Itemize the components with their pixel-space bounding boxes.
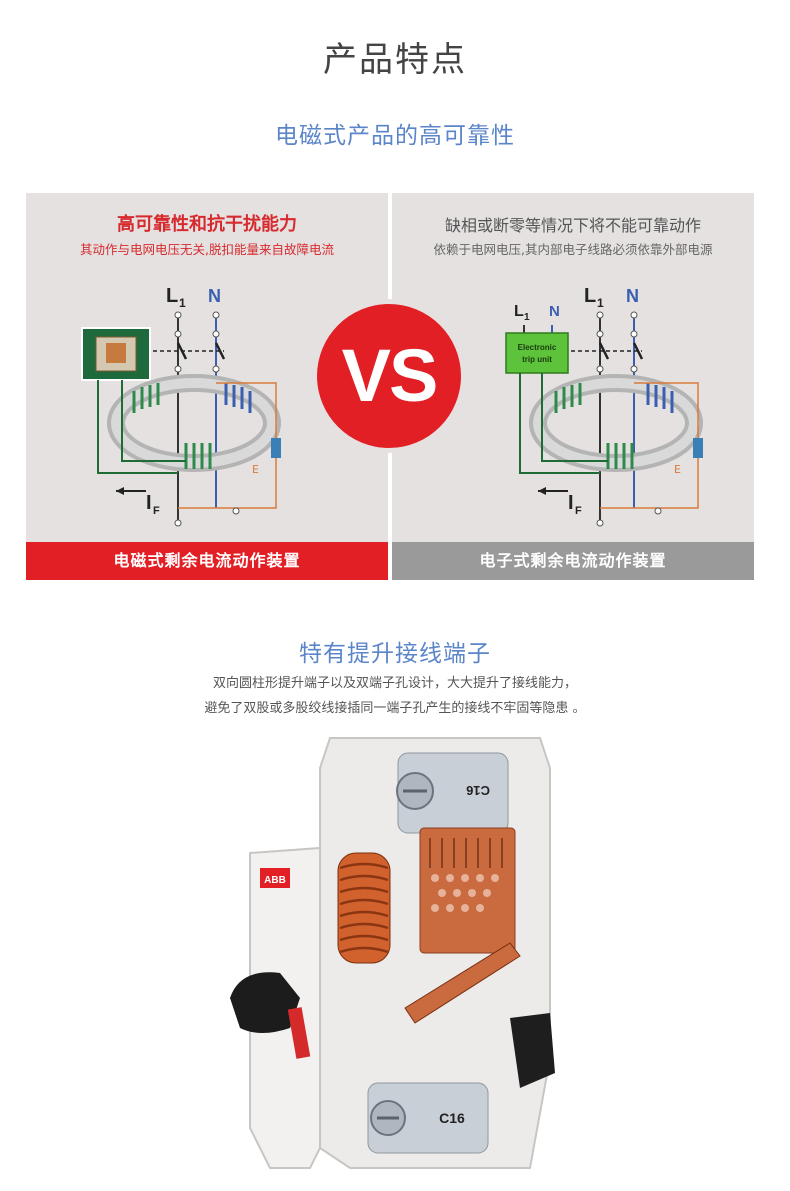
vs-badge: VS [317, 304, 461, 448]
trip-unit-box [505, 332, 569, 374]
label-if: I [568, 492, 574, 514]
breaker-cutaway-image: C16 ABB C16 [230, 737, 555, 1169]
label-e: E [674, 463, 681, 476]
toggle-lever [230, 972, 300, 1033]
terminal-description-line-2: 避免了双股或多股绞线接插同一端子孔产生的接线不牢固等隐患 。 [204, 701, 586, 716]
electronic-circuit-diagram: L 1 N L 1 N Electronic trip unit [505, 285, 703, 527]
label-l1-b: L [584, 285, 596, 307]
label-if-sub: F [153, 505, 160, 517]
panel-footer: 电磁式剩余电流动作装置 [26, 542, 388, 580]
top-terminal-label: C16 [466, 783, 490, 798]
label-if-sub: F [575, 505, 582, 517]
coil [337, 852, 391, 964]
trip-unit-line2: trip unit [522, 355, 552, 364]
label-l1: L [166, 285, 178, 307]
label-n-b: N [626, 286, 639, 306]
page-title: 产品特点 [323, 40, 467, 80]
brand-logo: ABB [264, 875, 286, 886]
terminal-section-title: 特有提升接线端子 [299, 641, 491, 667]
label-l1-a: L [514, 303, 524, 320]
terminal-description-line-1: 双向圆柱形提升端子以及双端子孔设计，大大提升了接线能力， [212, 676, 577, 691]
electromagnetic-circuit-diagram: L 1 N [81, 285, 281, 527]
trip-unit-line1: Electronic [518, 343, 557, 352]
label-l1-sub: 1 [179, 296, 186, 310]
label-n: N [208, 286, 221, 306]
bottom-terminal-label: C16 [439, 1110, 465, 1126]
panel-heading: 高可靠性和抗干扰能力 [117, 214, 297, 235]
panel-heading: 缺相或断零等情况下将不能可靠动作 [444, 216, 701, 235]
panel-description: 其动作与电网电压无关,脱扣能量来自故障电流 [80, 242, 334, 257]
panel-description: 依赖于电网电压,其内部电子线路必须依靠外部电源 [433, 242, 713, 257]
label-if: I [146, 492, 152, 514]
label-n-a: N [549, 303, 560, 320]
label-l1-b-sub: 1 [597, 296, 604, 310]
label-e: E [252, 463, 259, 476]
panel-footer: 电子式剩余电流动作装置 [392, 542, 754, 580]
label-l1-a-sub: 1 [524, 312, 530, 323]
section-subtitle: 电磁式产品的高可靠性 [275, 123, 515, 149]
